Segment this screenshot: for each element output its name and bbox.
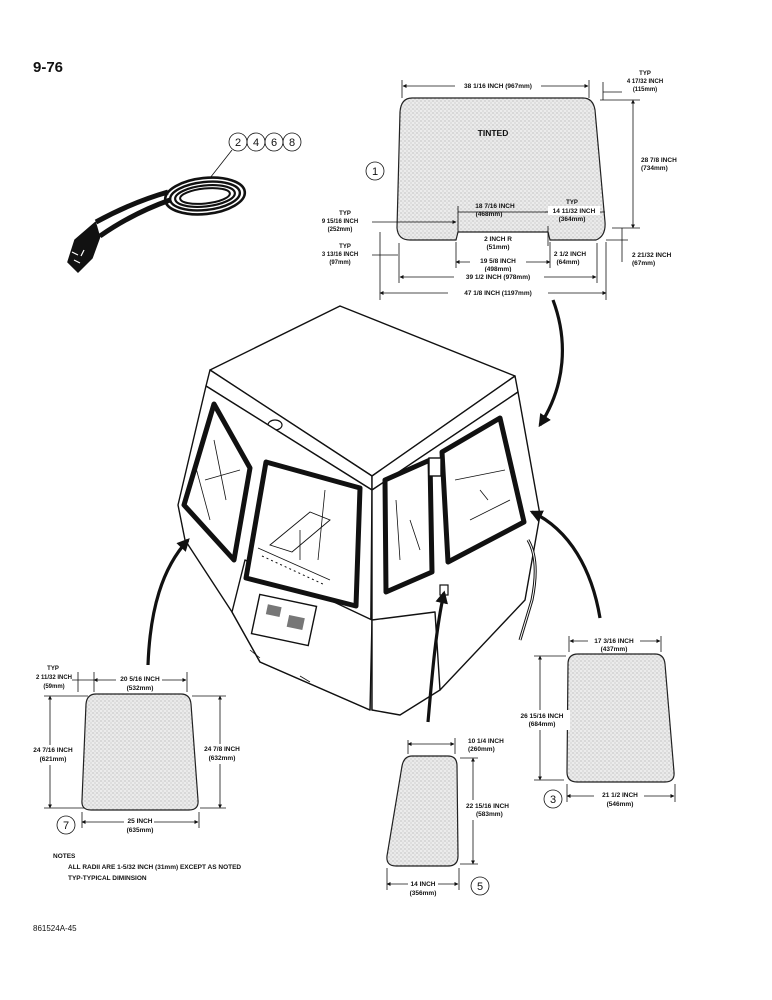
part-1-bottom-width: 39 1/2 INCH (978mm): [466, 274, 530, 281]
part-7-bottom-width: 25 INCH: [128, 818, 153, 825]
seal-callout-6-label: 6: [271, 137, 277, 149]
part-1-left-typ1-mm: (252mm): [328, 227, 353, 233]
seal-callout-4: 4: [246, 132, 266, 152]
part-1-offset-right-mm: (364mm): [559, 216, 586, 223]
part-1-notch-bottom: 19 5/8 INCH: [480, 258, 516, 265]
part-1-left-typ1: 9 15/16 INCH: [322, 219, 358, 225]
part-1-top-width: 38 1/16 INCH (967mm): [464, 83, 532, 90]
part-1-overall-width: 47 1/8 INCH (1197mm): [464, 290, 532, 297]
document-number: 861524A-45: [33, 924, 77, 933]
part-7-right-height: 24 7/8 INCH: [204, 746, 240, 753]
part-7-left-height: 24 7/16 INCH: [33, 747, 73, 754]
page-number: 9-76: [33, 59, 63, 76]
part-7-typ-label: TYP: [47, 666, 59, 672]
part-1-right-step-mm: (67mm): [632, 260, 655, 267]
part-7-glass-group: TYP 2 11/32 INCH (59mm) 20 5/16 INCH (53…: [28, 666, 246, 835]
part-1-right-step: 2 21/32 INCH: [632, 252, 672, 259]
part-1-right-height: 28 7/8 INCH: [641, 157, 677, 164]
part-1-left-typ2: 3 13/16 INCH: [322, 252, 358, 258]
part-1-typ-radius: 4 17/32 INCH: [627, 79, 663, 85]
part-1-radius: 2 INCH R: [484, 236, 512, 243]
seal-callout-4-label: 4: [253, 137, 259, 149]
seal-callout-2: 2: [228, 132, 248, 152]
part-7-glass: [81, 693, 199, 811]
seal-callout-8-label: 8: [289, 137, 295, 149]
seal-strip-coil: [67, 176, 247, 274]
part-7-top-width-mm: (532mm): [127, 685, 154, 692]
part-3-callout: [543, 789, 563, 809]
part-7-typ-offset: 2 11/32 INCH: [36, 675, 72, 681]
part-1-callout-label: 1: [372, 166, 378, 178]
part-5-height: 22 15/16 INCH: [466, 803, 509, 810]
part-1-offset-right-label: TYP: [566, 200, 578, 206]
part-3-bottom-width-mm: (546mm): [607, 801, 634, 808]
cab-illustration: [177, 305, 541, 716]
notes-line-2: TYP-TYPICAL DIMINSION: [68, 875, 147, 882]
part-3-top-width: 17 3/16 INCH: [594, 638, 634, 645]
part-3-top-width-mm: (437mm): [601, 646, 628, 653]
part-1-left-typ2-label: TYP: [339, 244, 351, 250]
part-7-callout: [56, 815, 76, 835]
seal-callout-2-label: 2: [235, 137, 241, 149]
part-5-top-width: 10 1/4 INCH: [468, 738, 504, 745]
part-5-bottom-width: 14 INCH: [411, 881, 436, 888]
part-1-typ-radius-mm: (115mm): [633, 87, 657, 93]
part-3-glass-group: 17 3/16 INCH (437mm) 26 15/16 INCH (684m…: [512, 636, 676, 809]
part-3-glass: [566, 653, 675, 783]
part-1-offset-right: 14 11/32 INCH: [553, 208, 596, 215]
seal-callout-6: 6: [264, 132, 284, 152]
seal-callout-group: 2 4 6 8: [209, 132, 302, 179]
part-1-notch-width-mm: (468mm): [476, 211, 503, 218]
part-5-glass-group: 10 1/4 INCH (260mm) 22 15/16 INCH (583mm…: [386, 738, 514, 897]
part-7-top-width: 20 5/16 INCH: [120, 676, 160, 683]
part-5-height-mm: (583mm): [476, 811, 503, 818]
part-1-notch-depth-mm: (64mm): [556, 259, 579, 266]
part-3-height-mm: (684mm): [529, 721, 556, 728]
part-1-left-typ1-label: TYP: [339, 211, 351, 217]
part-7-right-height-mm: (632mm): [209, 755, 236, 762]
part-3-height: 26 15/16 INCH: [521, 713, 564, 720]
part-7-left-height-mm: (621mm): [40, 756, 67, 763]
part-1-radius-mm: (51mm): [486, 244, 509, 251]
part-1-notch-width: 18 7/16 INCH: [475, 203, 515, 210]
part-1-windshield-group: TINTED 1 38 1/16 INCH (967mm) TYP 4 17/3…: [322, 71, 677, 300]
notes-block: NOTES ALL RADII ARE 1-5/32 INCH (31mm) E…: [53, 853, 241, 882]
part-5-glass: [386, 755, 459, 867]
part-3-callout-label: 3: [550, 794, 556, 806]
part-7-callout-label: 7: [63, 820, 69, 832]
part-1-typ-radius-label: TYP: [639, 71, 651, 77]
part-5-bottom-width-mm: (356mm): [410, 890, 437, 897]
notes-heading: NOTES: [53, 853, 76, 860]
part-5-callout-label: 5: [477, 881, 483, 893]
part-1-notch-bottom-mm: (498mm): [485, 266, 512, 273]
notes-line-1: ALL RADII ARE 1-5/32 INCH (31mm) EXCEPT …: [68, 864, 241, 871]
part-1-left-typ2-mm: (97mm): [329, 260, 350, 266]
part-1-callout: [365, 161, 385, 181]
part-5-top-width-mm: (260mm): [468, 746, 495, 753]
part-5-callout: [470, 876, 490, 896]
part-7-typ-offset-mm: (59mm): [43, 684, 64, 690]
part-1-tinted-label: TINTED: [478, 128, 509, 138]
seal-callout-8: 8: [282, 132, 302, 152]
part-1-right-height-mm: (734mm): [641, 165, 668, 172]
part-7-bottom-width-mm: (635mm): [127, 827, 154, 834]
part-1-notch-depth: 2 1/2 INCH: [554, 251, 586, 258]
part-3-bottom-width: 21 1/2 INCH: [602, 792, 638, 799]
pointer-arrows: [146, 299, 602, 723]
